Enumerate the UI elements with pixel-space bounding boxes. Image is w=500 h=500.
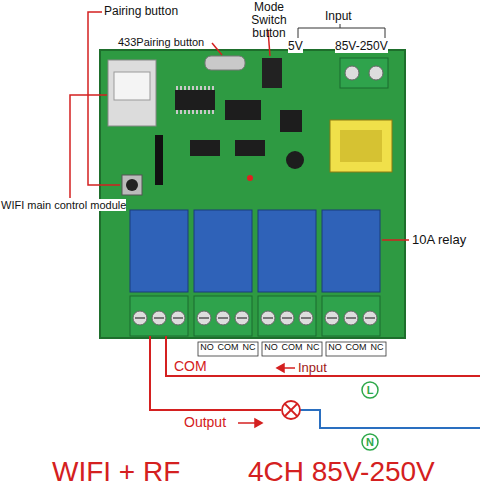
- pairing-button: [122, 175, 142, 195]
- screw: [345, 66, 359, 80]
- pin-name: COM: [280, 343, 304, 353]
- ic-pins: [175, 86, 215, 90]
- callout-label: 10A relay: [412, 233, 466, 247]
- pcb: [100, 50, 405, 338]
- callout-label: 433Pairing button: [118, 36, 204, 48]
- input-bracket: [298, 24, 385, 38]
- pin-name: NC: [304, 343, 322, 353]
- ic-chip: [190, 140, 220, 156]
- wire-label: COM: [174, 359, 207, 374]
- line-markers: [362, 382, 378, 450]
- wire-label: Output: [184, 415, 226, 430]
- wifi-module: [108, 60, 156, 126]
- ic-chip: [225, 100, 261, 120]
- line-marker: N: [362, 436, 378, 448]
- transformer: [340, 130, 382, 162]
- pin-name: NO: [262, 343, 280, 353]
- rf-receiver: [262, 58, 282, 88]
- pin-name: NC: [240, 343, 258, 353]
- wire-label: Input: [298, 361, 327, 375]
- line-marker: L: [362, 384, 378, 396]
- relays: [130, 210, 380, 292]
- callout-label: WIFI main control module: [1, 199, 126, 211]
- ic-chip: [175, 90, 215, 110]
- pin-name: COM: [216, 343, 240, 353]
- button-cap: [126, 179, 138, 191]
- ic-pins: [175, 110, 215, 114]
- callout-label: Input: [325, 10, 352, 23]
- input-terminal: [340, 58, 388, 88]
- terminal-label: 85V-250V: [335, 40, 388, 53]
- power-module: [330, 120, 392, 172]
- pin-name: NO: [198, 343, 216, 353]
- ic-chip: [280, 110, 302, 132]
- pin-name: NO: [326, 343, 344, 353]
- terminal-label: 5V: [288, 40, 303, 53]
- crystal: [205, 56, 245, 70]
- ic-chip: [235, 140, 265, 156]
- capacitor: [286, 151, 304, 169]
- screw: [369, 66, 383, 80]
- terminal-cells: [198, 342, 386, 356]
- product-title: WIFI + RF: [52, 457, 180, 488]
- output-terminals: [130, 296, 380, 336]
- pin-name: NC: [368, 343, 386, 353]
- lamp-symbol: [282, 401, 300, 419]
- callout-label: Mode Switch button: [236, 1, 302, 41]
- pin-header: [155, 135, 163, 185]
- callout-label: Pairing button: [104, 5, 178, 18]
- pin-name: COM: [344, 343, 368, 353]
- product-title: 4CH 85V-250V: [248, 457, 435, 488]
- arrows: [238, 364, 295, 427]
- module-shield: [114, 72, 150, 100]
- led: [247, 175, 253, 181]
